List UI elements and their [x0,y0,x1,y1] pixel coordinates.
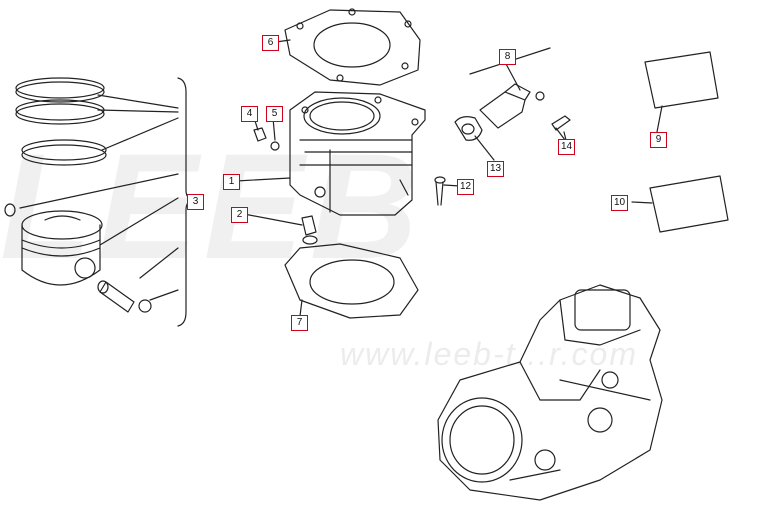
engine-assembly [437,284,663,501]
bolt [434,176,446,206]
callout-8[interactable]: 8 [499,49,516,65]
cylinder-base-gasket [284,243,419,319]
leader-lines [235,39,663,317]
cylinder [289,91,426,216]
cylinder-head-gasket [284,8,421,86]
piston-pin [97,280,135,313]
callout-9[interactable]: 9 [650,132,667,148]
callout-2[interactable]: 2 [231,207,248,223]
callout-10[interactable]: 10 [611,195,629,211]
callout-13[interactable]: 13 [487,161,505,177]
piston-group-bracket [19,77,193,327]
callout-1[interactable]: 1 [223,174,240,190]
callout-12[interactable]: 12 [457,179,475,195]
tensioner-gasket [454,116,483,141]
callout-14[interactable]: 14 [558,139,576,155]
parts-bag [649,175,729,233]
piston-rings [15,77,107,166]
circlip [138,299,152,313]
callout-7[interactable]: 7 [291,315,308,331]
callout-6[interactable]: 6 [262,35,279,51]
parts-bag [644,51,719,109]
washer [270,141,280,151]
bolt [551,115,571,141]
callout-5[interactable]: 5 [266,106,283,122]
banjo-fitting [301,215,318,245]
callout-3[interactable]: 3 [187,194,204,210]
watermark-logo: LEEB [0,122,425,290]
circlip [4,203,16,217]
callout-4[interactable]: 4 [241,106,258,122]
watermark-url: www.leeb-t...r.com [340,336,638,372]
piston [21,210,103,286]
bolt [253,127,267,142]
